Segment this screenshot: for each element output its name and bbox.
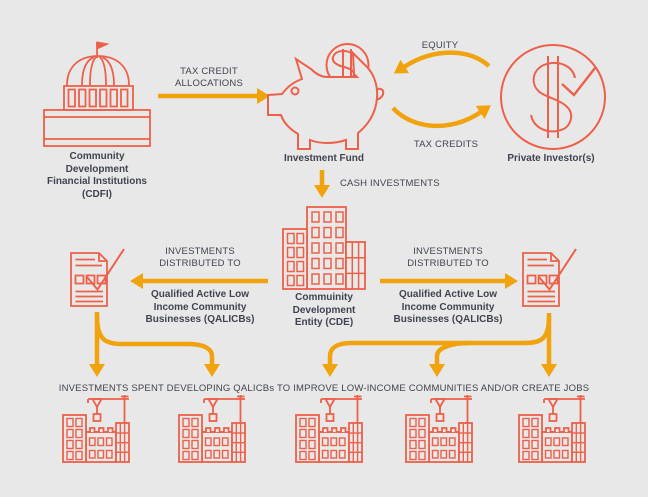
qalicb-left-label: Qualified Active Low Income Community Bu… — [145, 289, 255, 325]
cash-investments-label: CASH INVESTMENTS — [340, 178, 440, 189]
document-check-icon — [522, 248, 577, 307]
construction-building-icon — [295, 395, 363, 463]
cdfi-label: Community Development Financial Institut… — [46, 151, 147, 200]
equity-arrow — [393, 50, 491, 74]
tax-credits-arrow — [391, 105, 491, 129]
spend-arrow-2 — [94, 315, 220, 377]
equity-label: EQUITY — [421, 40, 459, 51]
construction-building-icon — [62, 395, 130, 463]
investments-distributed-right-label: INVESTMENTS DISTRIBUTED TO — [407, 246, 489, 269]
investments-distributed-left-label: INVESTMENTS DISTRIBUTED TO — [159, 246, 241, 269]
bottom-caption: INVESTMENTS SPENT DEVELOPING QALICBs TO … — [58, 383, 590, 394]
spend-arrow-3 — [322, 316, 552, 377]
construction-building-icon — [518, 395, 586, 463]
investment-fund-label: Investment Fund — [283, 153, 364, 164]
construction-building-icon — [178, 395, 246, 463]
tax-credit-allocations-label: TAX CREDIT ALLOCATIONS — [174, 66, 243, 89]
private-investors-label: Private Investor(s) — [507, 153, 595, 164]
capitol-building-icon — [43, 41, 151, 147]
document-check-icon — [70, 248, 125, 307]
piggy-bank-coin-icon — [267, 43, 385, 150]
construction-building-icon — [405, 395, 473, 463]
cde-label: Commuinity Development Entity (CDE) — [292, 292, 356, 328]
qalicb-right-label: Qualified Active Low Income Community Bu… — [393, 289, 503, 325]
tax-credits-label: TAX CREDITS — [413, 139, 479, 150]
dollar-check-circle-icon — [500, 44, 606, 150]
spend-arrow-4 — [429, 340, 471, 377]
city-buildings-icon — [282, 206, 366, 290]
